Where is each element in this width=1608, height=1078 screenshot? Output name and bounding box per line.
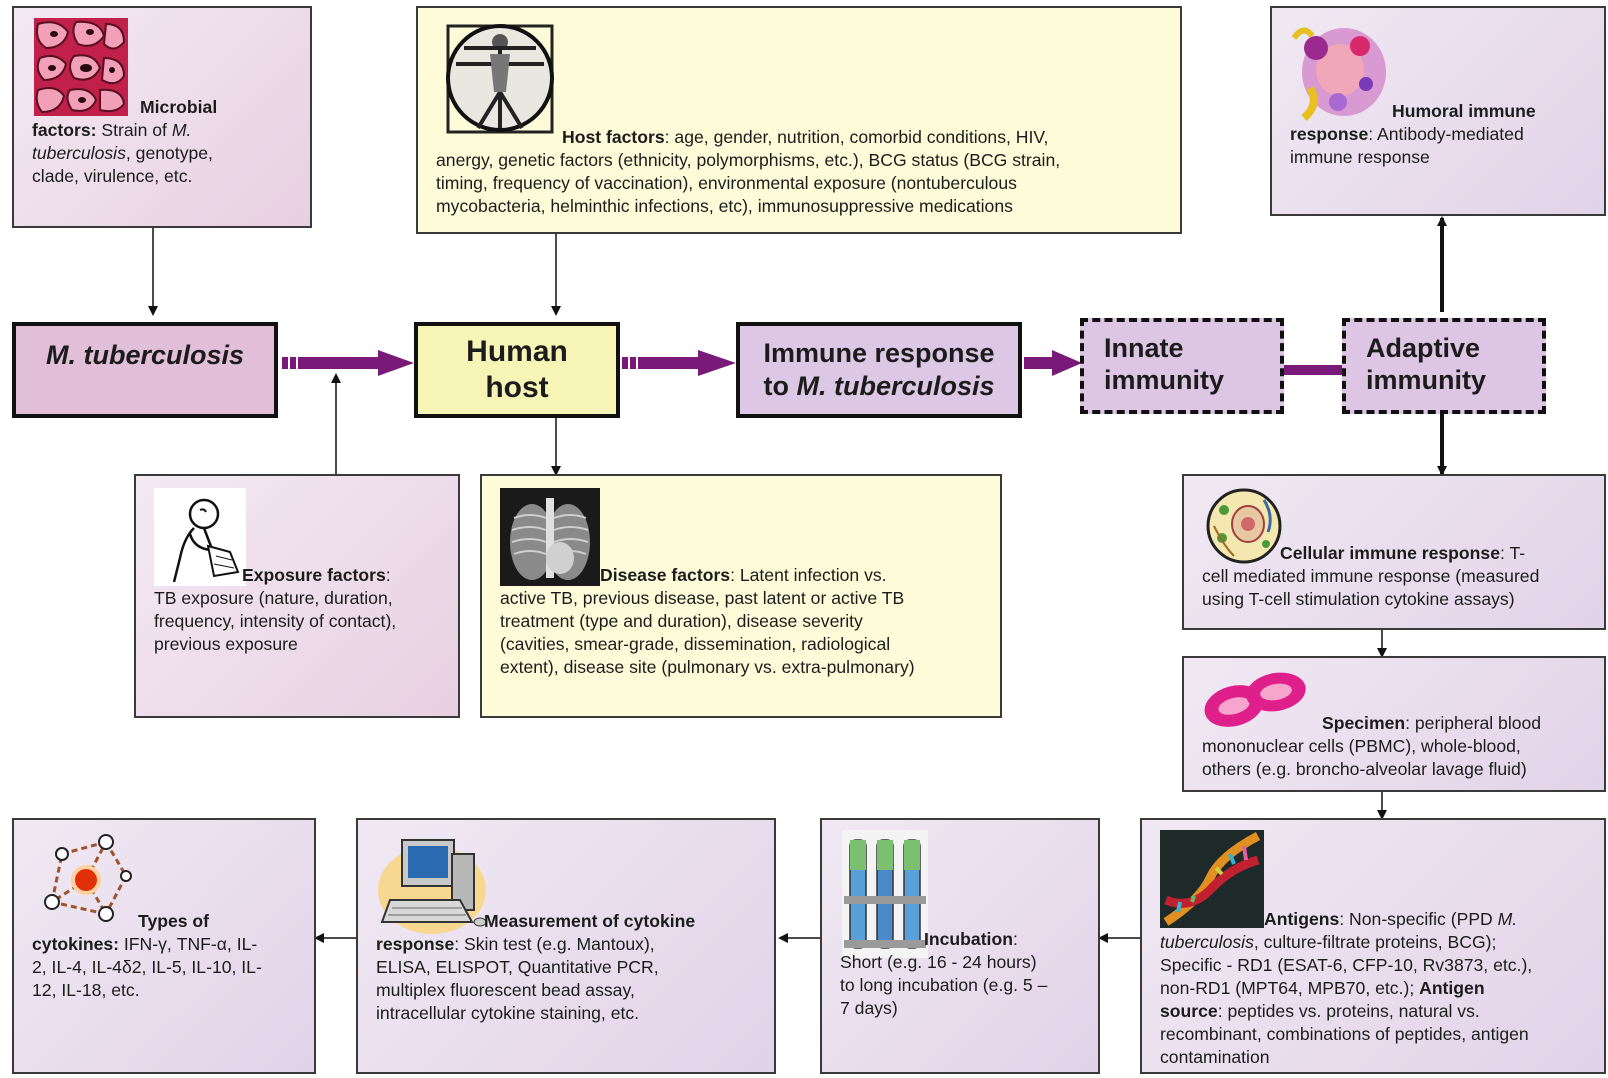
immune-response-box: Immune response to M. tuberculosis (736, 322, 1022, 418)
flow-arrow-host-to-immune (622, 350, 736, 376)
specimen-box: Specimen: peripheral blood mononuclear c… (1182, 656, 1606, 792)
adaptive-label-line2: immunity (1366, 365, 1487, 395)
mtb-label: M. tuberculosis (45, 339, 245, 370)
host-factors-text: Host factors: age, gender, nutrition, co… (436, 127, 1061, 216)
computer-icon (378, 839, 487, 934)
test-tubes-icon (842, 830, 928, 958)
vitruvian-man-icon (446, 24, 554, 134)
connector-innate-adaptive (1282, 365, 1342, 375)
specimen-text: Specimen: peripheral blood mononuclear c… (1202, 713, 1542, 779)
infected-cells-icon (34, 18, 128, 116)
host-label-line1: Human (466, 335, 568, 368)
incubation-box: Incubation: Short (e.g. 16 - 24 hours) t… (820, 818, 1100, 1074)
chest-xray-icon (500, 488, 600, 586)
humoral-response-box: Humoral immune response: Antibody-mediat… (1270, 6, 1606, 216)
cytokines-box: Types of cytokines: IFN-γ, TNF-α, IL- 2,… (12, 818, 316, 1074)
innate-label-line2: immunity (1104, 365, 1225, 395)
microbial-factors-text: Microbial factors: Strain of M. tubercul… (32, 97, 218, 186)
innate-label-line1: Innate (1104, 333, 1184, 363)
flow-arrow-mtb-to-host (282, 350, 414, 376)
exposure-factors-text: Exposure factors: TB exposure (nature, d… (154, 565, 397, 654)
cytokines-text: Types of cytokines: IFN-γ, TNF-α, IL- 2,… (32, 911, 262, 1000)
microbial-factors-box: Microbial factors: Strain of M. tubercul… (12, 6, 312, 228)
antigens-box: Antigens: Non-specific (PPD M. tuberculo… (1140, 818, 1606, 1074)
red-blood-cells-icon (1204, 672, 1306, 727)
cytokine-network-icon (44, 834, 132, 922)
adaptive-immunity-box: Adaptive immunity (1342, 318, 1546, 414)
cellular-response-text: Cellular immune response: T- cell mediat… (1202, 543, 1540, 609)
coughing-person-icon (154, 488, 246, 586)
mtb-box: M. tuberculosis (12, 322, 278, 418)
dna-helix-icon (1160, 830, 1264, 928)
immune-label-line1: Immune response (763, 338, 995, 368)
t-cell-icon (1206, 488, 1282, 564)
antigens-text: Antigens: Non-specific (PPD M. tuberculo… (1160, 909, 1533, 1067)
incubation-text: Incubation: Short (e.g. 16 - 24 hours) t… (840, 929, 1048, 1018)
cellular-response-box: Cellular immune response: T- cell mediat… (1182, 474, 1606, 630)
measurement-text: Measurement of cytokine response: Skin t… (376, 911, 696, 1023)
disease-factors-text: Disease factors: Latent infection vs. ac… (500, 565, 915, 677)
host-label-line2: host (485, 371, 549, 404)
disease-factors-box: Disease factors: Latent infection vs. ac… (480, 474, 1002, 718)
immune-label-line2: to M. tuberculosis (763, 371, 995, 401)
innate-immunity-box: Innate immunity (1080, 318, 1284, 414)
adaptive-label-line1: Adaptive (1366, 333, 1481, 363)
antibody-icon (1291, 27, 1386, 122)
humoral-response-text: Humoral immune response: Antibody-mediat… (1290, 101, 1536, 167)
flow-arrow-immune-to-innate (1024, 350, 1082, 376)
exposure-factors-box: Exposure factors: TB exposure (nature, d… (134, 474, 460, 718)
measurement-box: Measurement of cytokine response: Skin t… (356, 818, 776, 1074)
host-factors-box: Host factors: age, gender, nutrition, co… (416, 6, 1182, 234)
human-host-box: Human host (414, 322, 620, 418)
